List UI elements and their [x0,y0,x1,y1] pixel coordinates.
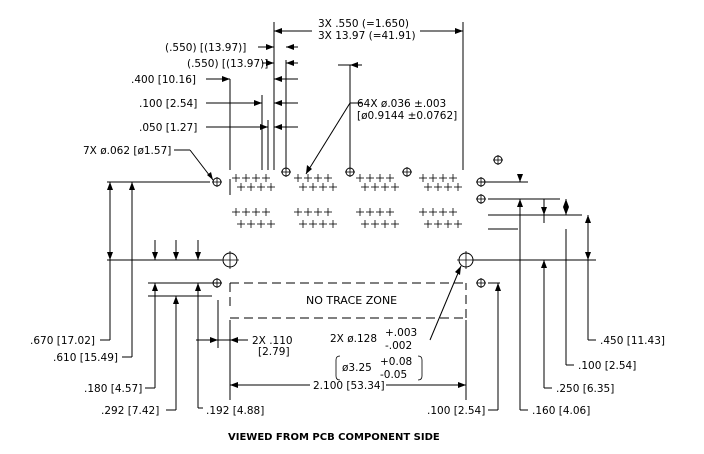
top-pitch-inch: 3X .550 (=1.650) [318,18,409,30]
dim-292: .292 [7.42] [101,405,159,417]
dim-160: .160 [4.06] [532,405,590,417]
holes-64-spec-mm: [ø0.9144 ±0.0762] [357,110,457,122]
holes-64-spec: 64X ø.036 ±.003 [357,98,446,110]
holes-7-spec: 7X ø.062 [ø1.57] [83,145,171,157]
dim-110-mm: [2.79] [258,346,290,358]
dim-450: .450 [11.43] [600,335,665,347]
dim-2100: 2.100 [53.34] [313,380,385,392]
dim-110: 2X .110 [252,335,293,347]
dim-400: .400 [10.16] [131,74,196,86]
dim-128-plus: +.003 [385,327,417,339]
dim-325-plus: +0.08 [380,356,412,368]
dim-325: ø3.25 [342,362,372,374]
dim-250: .250 [6.35] [556,383,614,395]
view-caption: VIEWED FROM PCB COMPONENT SIDE [228,432,440,443]
dim-180: .180 [4.57] [84,383,142,395]
arrowheads [107,28,591,388]
pin-hole-grid [232,174,462,228]
ref-550-b: (.550) [(13.97)] [187,58,268,70]
footprint-outline [229,179,467,319]
dim-100-bottom: .100 [2.54] [427,405,485,417]
top-pitch-mm: 3X 13.97 (=41.91) [318,30,416,42]
no-trace-zone-label: NO TRACE ZONE [306,294,397,307]
dim-100-right: .100 [2.54] [578,360,636,372]
dim-128: 2X ø.128 [330,333,377,345]
dim-128-minus: -.002 [385,340,412,352]
dim-670: .670 [17.02] [30,335,95,347]
dim-100-top: .100 [2.54] [139,98,197,110]
dim-610: .610 [15.49] [53,352,118,364]
dim-192: .192 [4.88] [206,405,264,417]
ref-550-a: (.550) [(13.97)] [165,42,246,54]
dim-050: .050 [1.27] [139,122,197,134]
dim-325-minus: -0.05 [380,369,407,381]
